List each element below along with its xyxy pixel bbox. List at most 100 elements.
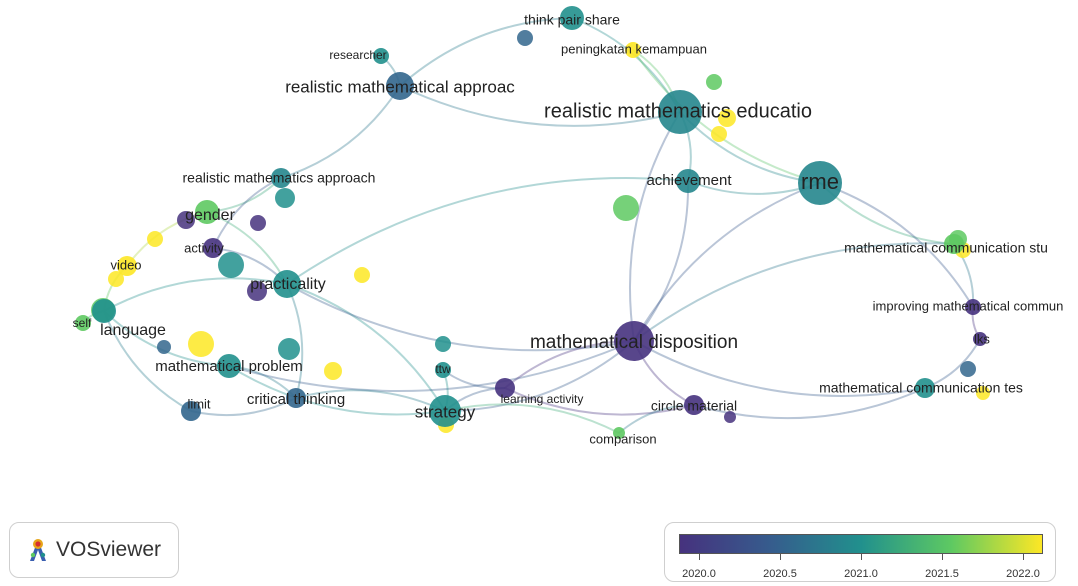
label-limit[interactable]: limit	[187, 396, 210, 411]
node-mathematical-problem[interactable]	[217, 354, 241, 378]
minor-node-10[interactable]	[108, 271, 124, 287]
minor-node-0[interactable]	[517, 30, 533, 46]
label-activity[interactable]: activity	[184, 240, 224, 255]
node-circle-material[interactable]	[684, 395, 704, 415]
label-self[interactable]: self	[73, 316, 92, 330]
label-realistic-mathematics-approach[interactable]: realistic mathematics approach	[183, 170, 376, 186]
node-practicality[interactable]	[273, 270, 301, 298]
minor-node-6[interactable]	[250, 215, 266, 231]
label-learning-activity[interactable]: learning activity	[501, 392, 584, 406]
node-achievement[interactable]	[676, 169, 700, 193]
minor-node-8[interactable]	[218, 252, 244, 278]
label-mathematical-communication-stu[interactable]: mathematical communication stu	[844, 240, 1048, 256]
label-ttw[interactable]: ttw	[435, 362, 451, 376]
label-achievement[interactable]: achievement	[646, 172, 732, 189]
node-language[interactable]	[92, 299, 116, 323]
legend-tick-label: 2022.0	[1006, 568, 1040, 580]
minor-node-7[interactable]	[147, 231, 163, 247]
label-video[interactable]: video	[110, 257, 141, 272]
label-language[interactable]: language	[100, 322, 166, 339]
label-researcher[interactable]: researcher	[329, 48, 386, 62]
minor-node-15[interactable]	[324, 362, 342, 380]
node-peningkatan-kemampuan[interactable]	[625, 42, 641, 58]
label-mathematical-problem[interactable]: mathematical problem	[155, 358, 303, 375]
link-mathematical-problem-mathematical-disposition	[228, 340, 635, 392]
node-realistic-mathematics-approach[interactable]	[271, 168, 291, 188]
minor-node-12[interactable]	[157, 340, 171, 354]
color-scale-bar	[679, 534, 1043, 554]
minor-node-13[interactable]	[188, 331, 214, 357]
node-lks[interactable]	[973, 332, 987, 346]
minor-node-16[interactable]	[354, 267, 370, 283]
link-strategy-mathematical-disposition	[444, 340, 635, 412]
link-mathematical-disposition-mathematical-communication-stu	[633, 242, 955, 342]
node-critical-thinking[interactable]	[286, 388, 306, 408]
node-mathematical-communication-stu[interactable]	[944, 234, 964, 254]
minor-node-17[interactable]	[275, 188, 295, 208]
link-mathematical-problem-strategy	[228, 365, 446, 416]
minor-node-4[interactable]	[613, 195, 639, 221]
link-language-practicality	[103, 277, 288, 312]
vosviewer-logo-icon	[30, 539, 46, 561]
minor-node-20[interactable]	[724, 411, 736, 423]
link-rme-mathematical-disposition	[633, 182, 821, 342]
legend-tick	[780, 554, 781, 560]
node-limit[interactable]	[181, 401, 201, 421]
minor-node-24[interactable]	[976, 386, 990, 400]
label-mathematical-disposition[interactable]: mathematical disposition	[530, 332, 738, 353]
vosviewer-logo-text: VOSviewer	[56, 538, 162, 561]
link-practicality-strategy	[286, 283, 446, 412]
node-learning-activity[interactable]	[495, 378, 515, 398]
label-critical-thinking[interactable]: critical thinking	[247, 391, 345, 408]
minor-node-5[interactable]	[177, 211, 195, 229]
node-ttw[interactable]	[435, 362, 451, 378]
minor-node-2[interactable]	[718, 109, 736, 127]
label-lks[interactable]: lks	[974, 331, 990, 346]
minor-node-19[interactable]	[435, 336, 451, 352]
node-gender[interactable]	[195, 200, 219, 224]
node-strategy[interactable]	[429, 395, 461, 427]
legend-tick	[699, 554, 700, 560]
node-mathematical-communication-tes[interactable]	[915, 378, 935, 398]
label-rme[interactable]: rme	[801, 169, 839, 194]
label-peningkatan-kemampuan[interactable]: peningkatan kemampuan	[561, 41, 707, 56]
link-achievement-practicality	[286, 177, 689, 285]
node-rme[interactable]	[798, 161, 842, 205]
label-realistic-mathematics-educatio[interactable]: realistic mathematics educatio	[544, 100, 812, 122]
label-gender[interactable]: gender	[185, 207, 235, 224]
link-critical-thinking-strategy	[295, 389, 446, 412]
minor-node-3[interactable]	[711, 126, 727, 142]
minor-node-14[interactable]	[278, 338, 300, 360]
minor-node-1[interactable]	[706, 74, 722, 90]
node-realistic-mathematical-approac[interactable]	[386, 72, 414, 100]
node-improving-mathematical-commun[interactable]	[965, 299, 981, 315]
node-comparison[interactable]	[613, 427, 625, 439]
legend-tick	[942, 554, 943, 560]
label-strategy[interactable]: strategy	[415, 402, 476, 421]
node-self[interactable]	[75, 315, 91, 331]
node-video[interactable]	[117, 256, 137, 276]
legend-tick-label: 2021.0	[844, 568, 878, 580]
node-realistic-mathematics-educatio[interactable]	[658, 90, 702, 134]
link-mathematical-disposition-mathematical-communication-tes	[633, 340, 926, 397]
minor-node-9[interactable]	[247, 281, 267, 301]
legend-tick-label: 2020.5	[763, 568, 797, 580]
label-improving-mathematical-commun[interactable]: improving mathematical commun	[873, 298, 1064, 313]
node-researcher[interactable]	[373, 48, 389, 64]
label-mathematical-communication-tes[interactable]: mathematical communication tes	[819, 380, 1023, 396]
label-circle-material[interactable]: circle material	[651, 398, 737, 414]
node-activity[interactable]	[203, 238, 223, 258]
link-think-pair-share-realistic-mathematical-approac	[399, 17, 573, 87]
legend-tick	[1023, 554, 1024, 560]
label-realistic-mathematical-approac[interactable]: realistic mathematical approac	[285, 77, 515, 96]
node-mathematical-disposition[interactable]	[614, 321, 654, 361]
minor-node-23[interactable]	[960, 361, 976, 377]
label-think-pair-share[interactable]: think pair share	[524, 12, 620, 28]
link-learning-activity-circle-material	[504, 387, 695, 416]
network-labels: think pair share peningkatan kemampuan res…	[73, 12, 1064, 447]
node-think-pair-share[interactable]	[560, 6, 584, 30]
label-comparison[interactable]: comparison	[589, 431, 656, 446]
vosviewer-logo[interactable]: VOSviewer	[9, 522, 179, 578]
label-practicality[interactable]: practicality	[250, 276, 326, 293]
